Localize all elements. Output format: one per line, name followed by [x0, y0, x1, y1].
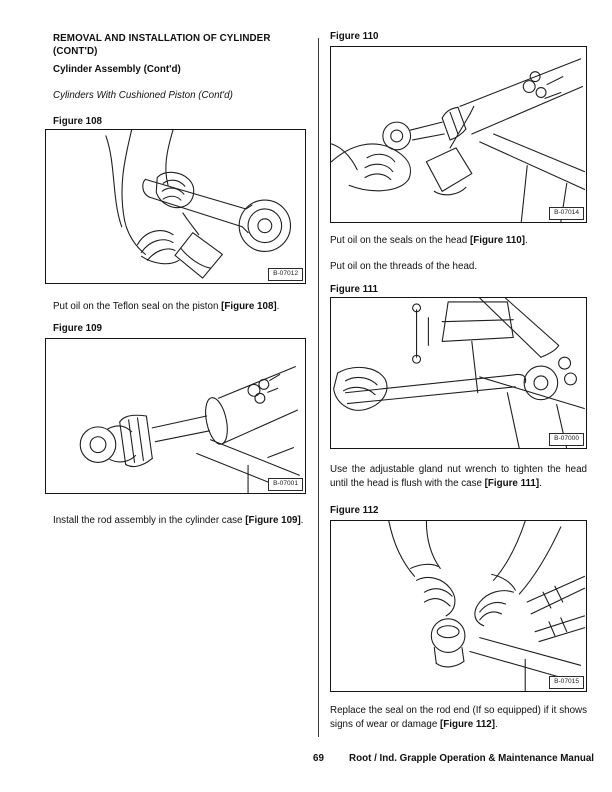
- figure-109-reference: [Figure 109]: [245, 515, 301, 526]
- figure-110-box: B-07014: [330, 46, 587, 223]
- figure-111-label: Figure 111: [330, 284, 378, 295]
- caption-install-rod: Install the rod assembly in the cylinder…: [53, 515, 304, 526]
- figure-112-photo-code: B-07015: [549, 675, 584, 689]
- caption-oil-head-threads: Put oil on the threads of the head.: [330, 261, 478, 272]
- caption-text: Install the rod assembly in the cylinder…: [53, 515, 246, 526]
- figure-110-illustration: [331, 58, 586, 222]
- figure-112-box: B-07015: [330, 520, 587, 692]
- page-number: 69: [313, 753, 324, 764]
- column-divider: [318, 38, 319, 737]
- figure-108-box: B-07012: [45, 129, 306, 284]
- figure-111-box: B-07000: [330, 297, 587, 449]
- figure-111-illustration: [333, 298, 585, 448]
- caption-text: Put oil on the Teflon seal on the piston: [53, 301, 222, 312]
- figure-109-photo-code: B-07001: [268, 477, 303, 491]
- figure-110-photo-code: B-07014: [549, 206, 584, 220]
- figure-112-reference: [Figure 112]: [440, 718, 495, 730]
- manual-title: Root / Ind. Grapple Operation & Maintena…: [349, 753, 594, 764]
- caption-oil-head-seals: Put oil on the seals on the head [Figure…: [330, 235, 528, 246]
- caption-oil-teflon-seal: Put oil on the Teflon seal on the piston…: [53, 301, 280, 312]
- figure-112-label: Figure 112: [330, 505, 379, 516]
- section-title-line1: REMOVAL AND INSTALLATION OF CYLINDER: [53, 33, 271, 44]
- figure-108-label: Figure 108: [53, 116, 103, 127]
- section-title: REMOVAL AND INSTALLATION OF CYLINDER (CO…: [53, 33, 305, 58]
- caption-text: Use the adjustable gland nut wrench to t…: [330, 464, 587, 489]
- variant-title: Cylinders With Cushioned Piston (Cont'd): [53, 90, 233, 101]
- caption-text: Put oil on the seals on the head: [330, 235, 470, 246]
- caption-text: Replace the seal on the rod end (If so e…: [330, 705, 587, 730]
- figure-109-box: B-07001: [45, 338, 306, 494]
- figure-111-photo-code: B-07000: [549, 432, 584, 446]
- figure-112-illustration: [388, 521, 586, 691]
- figure-109-illustration: [79, 366, 300, 493]
- figure-108-illustration: [105, 130, 292, 279]
- figure-108-photo-code: B-07012: [268, 267, 303, 281]
- caption-tighten-head: Use the adjustable gland nut wrench to t…: [330, 464, 587, 489]
- figure-109-label: Figure 109: [53, 323, 103, 334]
- figure-108-reference: [Figure 108]: [221, 301, 277, 312]
- figure-110-reference: [Figure 110]: [469, 235, 525, 246]
- caption-replace-seal: Replace the seal on the rod end (If so e…: [330, 705, 587, 730]
- section-title-line2: (CONT'D): [53, 45, 98, 57]
- subsection-title: Cylinder Assembly (Cont'd): [53, 64, 181, 75]
- figure-111-reference: [Figure 111]: [484, 477, 540, 489]
- figure-110-label: Figure 110: [330, 31, 379, 42]
